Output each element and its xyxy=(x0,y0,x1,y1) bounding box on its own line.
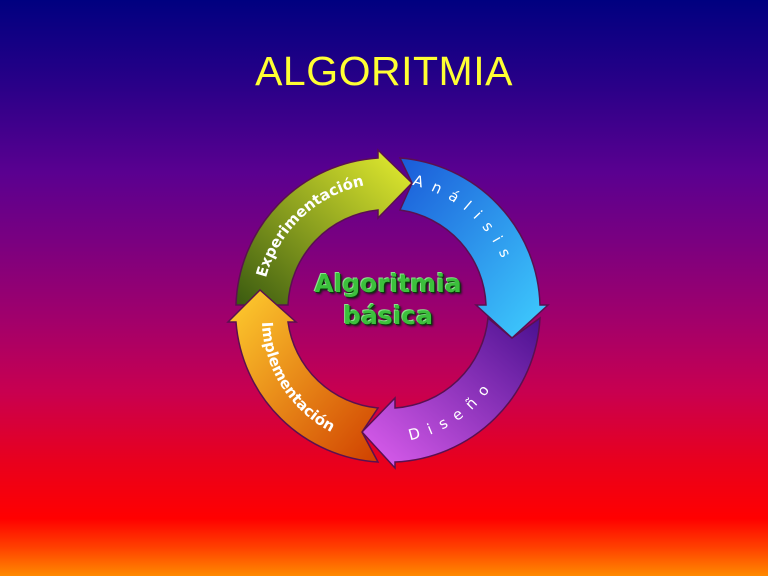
stage-diseno-arrow: Diseño xyxy=(360,316,541,470)
center-label: Algoritmia básica xyxy=(288,268,488,332)
center-label-line2: básica xyxy=(343,301,433,330)
slide-title: ALGORITMIA xyxy=(255,48,513,94)
center-label-line1: Algoritmia xyxy=(314,269,462,298)
